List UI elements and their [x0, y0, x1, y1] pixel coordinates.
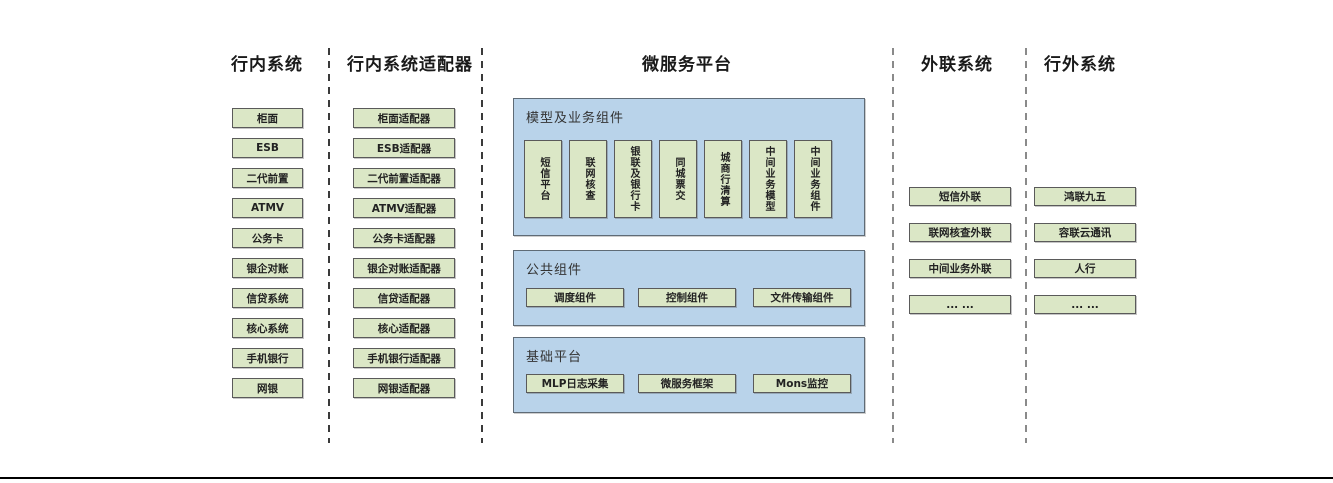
component-box: 联网核查 [569, 140, 607, 218]
component-box: 控制组件 [638, 288, 736, 307]
component-box: 银联及银行卡 [614, 140, 652, 218]
component-box: 中间业务组件 [794, 140, 832, 218]
panel-model-business-components: 模型及业务组件 短信平台联网核查银联及银行卡同城票交城商行清算中间业务模型中间业… [513, 98, 865, 236]
adapter-box: 网银适配器 [353, 378, 455, 398]
component-box: 同城票交 [659, 140, 697, 218]
external-system-box: 鸿联九五 [1034, 187, 1136, 206]
internal-system-box: 二代前置 [232, 168, 303, 188]
adapter-box: ATMV适配器 [353, 198, 455, 218]
panel-common-components: 公共组件 调度组件控制组件文件传输组件 [513, 250, 865, 326]
external-system-box: 容联云通讯 [1034, 223, 1136, 242]
column-header-adapters: 行内系统适配器 [347, 55, 473, 75]
component-box: 文件传输组件 [753, 288, 851, 307]
component-box: 城商行清算 [704, 140, 742, 218]
internal-system-box: 公务卡 [232, 228, 303, 248]
external-system-box: ... ... [1034, 295, 1136, 314]
adapter-box: 二代前置适配器 [353, 168, 455, 188]
external-link-system-box: 联网核查外联 [909, 223, 1011, 242]
internal-system-box: 手机银行 [232, 348, 303, 368]
internal-system-box: 信贷系统 [232, 288, 303, 308]
component-box: 短信平台 [524, 140, 562, 218]
panel-base-platform: 基础平台 MLP日志采集微服务框架 Mons监控 [513, 337, 865, 413]
adapter-box: 银企对账适配器 [353, 258, 455, 278]
component-box: 微服务框架 [638, 374, 736, 393]
internal-system-box: 核心系统 [232, 318, 303, 338]
column-header-external-link: 外联系统 [921, 55, 993, 75]
internal-system-box: 网银 [232, 378, 303, 398]
internal-system-box: 银企对账 [232, 258, 303, 278]
component-box: MLP日志采集 [526, 374, 624, 393]
external-link-system-box: 短信外联 [909, 187, 1011, 206]
external-link-system-box: ... ... [909, 295, 1011, 314]
separator-platform-externallink [892, 48, 894, 443]
adapter-box: 柜面适配器 [353, 108, 455, 128]
adapter-box: 信贷适配器 [353, 288, 455, 308]
component-box: 中间业务模型 [749, 140, 787, 218]
adapter-box: 手机银行适配器 [353, 348, 455, 368]
component-box: 调度组件 [526, 288, 624, 307]
adapter-box: 公务卡适配器 [353, 228, 455, 248]
adapter-box: ESB适配器 [353, 138, 455, 158]
external-system-box: 人行 [1034, 259, 1136, 278]
panel-title: 模型及业务组件 [526, 111, 625, 126]
internal-system-box: ESB [232, 138, 303, 158]
column-header-external: 行外系统 [1044, 55, 1116, 75]
internal-system-box: 柜面 [232, 108, 303, 128]
adapter-box: 核心适配器 [353, 318, 455, 338]
column-header-internal: 行内系统 [231, 55, 303, 75]
internal-system-box: ATMV [232, 198, 303, 218]
panel-title: 基础平台 [526, 350, 583, 365]
separator-externallink-external [1025, 48, 1027, 443]
separator-adapters-platform [481, 48, 483, 443]
panel-title: 公共组件 [526, 263, 583, 278]
component-box: Mons监控 [753, 374, 851, 393]
page-bottom-border [0, 477, 1333, 479]
column-header-platform: 微服务平台 [642, 55, 732, 75]
external-link-system-box: 中间业务外联 [909, 259, 1011, 278]
separator-internal-adapters [328, 48, 330, 443]
